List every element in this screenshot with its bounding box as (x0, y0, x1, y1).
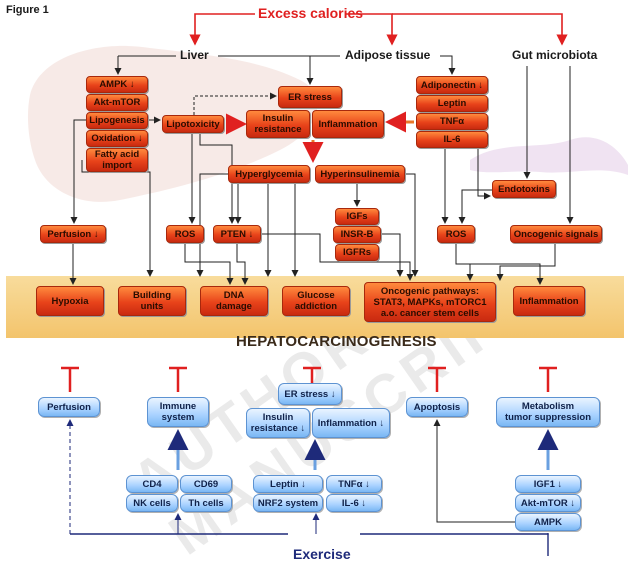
connector-line (440, 55, 456, 75)
lipotoxicity-box: Lipotoxicity (162, 115, 224, 133)
insulin-resistance-down-box: Insulin resistance ↓ (246, 408, 310, 438)
connector-line (433, 419, 515, 523)
connector-line (470, 263, 544, 285)
akt-mtor-down-box: Akt-mTOR ↓ (515, 494, 581, 512)
endotoxins-box: Endotoxins (492, 180, 556, 198)
inflammation-outcome-box: Inflammation (513, 286, 585, 316)
il6-box: IL-6 (416, 131, 488, 148)
connector-line (236, 243, 249, 285)
adipose-tissue-label: Adipose tissue (345, 48, 431, 62)
apoptosis-box: Apoptosis (406, 397, 468, 417)
insulin-resistance-box: Insulin resistance (246, 110, 310, 138)
liver-label: Liver (180, 48, 209, 62)
inflammation-down-box: Inflammation ↓ (312, 408, 390, 438)
connector-line (193, 92, 277, 115)
connector-line (405, 173, 419, 277)
exercise-label: Exercise (293, 546, 351, 562)
connector-line (189, 13, 255, 46)
pten-down-box: PTEN ↓ (213, 225, 261, 243)
dna-damage-box: DNA damage (200, 286, 268, 316)
cd69-box: CD69 (180, 475, 232, 493)
figure-label: Figure 1 (6, 4, 49, 16)
building-units-box: Building units (118, 286, 186, 316)
hyperglycemia-box: Hyperglycemia (228, 165, 310, 183)
connector-line (261, 233, 414, 281)
oxidation-down-box: Oxidation ↓ (86, 130, 148, 147)
connector-line (392, 13, 568, 46)
glucose-addiction-box: Glucose addiction (282, 286, 350, 316)
nk-cells-box: NK cells (126, 494, 178, 512)
connector-line (477, 148, 491, 200)
metabolism-tumor-suppression-box: Metabolism tumor suppression (496, 397, 600, 427)
connector-line (70, 119, 86, 224)
leptin-box: Leptin (416, 95, 488, 112)
adiponectin-down-box: Adiponectin ↓ (416, 76, 488, 94)
igfs-box: IGFs (335, 208, 379, 225)
ampk-protect-box: AMPK (515, 513, 581, 531)
ros-left-box: ROS (166, 225, 204, 243)
connector-line (496, 243, 556, 281)
perfusion-protect-box: Perfusion (38, 397, 100, 417)
connector-line (81, 160, 154, 277)
connector-line (455, 243, 474, 281)
hepatocarcinogenesis-title: HEPATOCARCINOGENESIS (236, 333, 437, 350)
perfusion-down-box: Perfusion ↓ (40, 225, 106, 243)
oncogenic-signals-box: Oncogenic signals (510, 225, 602, 243)
lipogenesis-box: Lipogenesis (86, 112, 148, 129)
akt-mtor-box: Akt-mTOR (86, 94, 148, 111)
th-cells-box: Th cells (180, 494, 232, 512)
cd4-box: CD4 (126, 475, 178, 493)
oncogenic-pathways-box: Oncogenic pathways: STAT3, MAPKs, mTORC1… (364, 282, 496, 322)
inflammation-box: Inflammation (312, 110, 384, 138)
igfrs-box: IGFRs (335, 244, 379, 261)
ampk-down-box: AMPK ↓ (86, 76, 148, 93)
gut-microbiota-label: Gut microbiota (512, 48, 598, 62)
fatty-acid-import-box: Fatty acid import (86, 148, 148, 172)
hyperinsulinemia-box: Hyperinsulinemia (315, 165, 405, 183)
tnfa-box: TNFα (416, 113, 488, 130)
immune-system-box: Immune system (147, 397, 209, 427)
connector-line (218, 55, 314, 85)
insr-b-box: INSR-B (333, 226, 381, 243)
hypoxia-box: Hypoxia (36, 286, 104, 316)
excess-calories-label: Excess calories (258, 5, 364, 21)
connector-line (458, 189, 492, 224)
tnfa-down-box: TNFα ↓ (326, 475, 382, 493)
igf1-down-box: IGF1 ↓ (515, 475, 581, 493)
nrf2-system-box: NRF2 system (253, 494, 323, 512)
leptin-down-box: Leptin ↓ (253, 475, 323, 493)
connector-line (199, 134, 236, 224)
connector-line (184, 243, 234, 285)
connector-line (381, 233, 404, 277)
ros-right-box: ROS (437, 225, 475, 243)
connector-line (360, 533, 549, 535)
er-stress-box: ER stress (278, 86, 342, 108)
er-stress-down-box: ER stress ↓ (278, 383, 342, 405)
il6-down-box: IL-6 ↓ (326, 494, 382, 512)
